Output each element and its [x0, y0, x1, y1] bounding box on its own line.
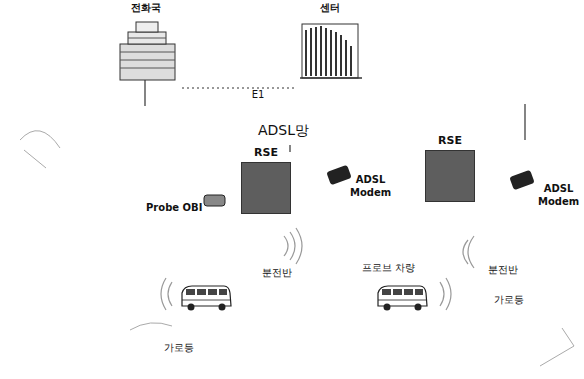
network-label: ADSL망 — [258, 122, 309, 140]
label-holder: 분전반 — [488, 264, 518, 277]
device-label: Probe OBI — [146, 202, 202, 215]
device-label: ADSL Modem — [350, 174, 391, 199]
office-node: 전화국 — [110, 2, 182, 94]
label-holder: 분전반 — [262, 267, 292, 280]
panel-label: 분전반 — [488, 264, 518, 277]
probe-vehicle — [378, 286, 427, 311]
wire — [144, 80, 145, 106]
road-outline — [20, 131, 574, 366]
modem-icon — [509, 170, 534, 191]
node-label: 전화국 — [110, 2, 182, 14]
probe-vehicle — [182, 286, 231, 311]
rse-box: RSE — [422, 134, 478, 202]
device-label: ADSL Modem — [538, 183, 579, 208]
label-holder: ADSL Modem — [538, 183, 579, 208]
label-holder: Probe OBI — [146, 202, 202, 215]
radio-waves — [161, 228, 474, 310]
rse-box: RSE — [238, 146, 294, 214]
streetlight-label: 가로등 — [494, 294, 524, 307]
center-node: 센터 — [294, 2, 366, 94]
office-building — [120, 22, 175, 106]
modem-icon — [326, 165, 351, 186]
e1-link — [182, 87, 294, 88]
wire — [524, 104, 525, 140]
node-label: RSE — [422, 134, 478, 147]
label-holder: 프로브 차량 — [362, 262, 415, 275]
label-holder: 가로등 — [164, 342, 194, 355]
streetlight-label: 가로등 — [164, 342, 194, 355]
center-building — [300, 24, 362, 78]
label-holder: ADSL망 — [258, 122, 309, 140]
link-label: E1 — [250, 89, 267, 101]
label-holder: ADSL Modem — [350, 174, 391, 199]
node-label: 센터 — [294, 2, 366, 14]
vehicle-label: 프로브 차량 — [362, 262, 415, 275]
node-label: RSE — [238, 146, 294, 159]
wire — [289, 145, 290, 152]
label-holder: 가로등 — [494, 294, 524, 307]
rse-cabinet — [241, 162, 291, 214]
panel-label: 분전반 — [262, 267, 292, 280]
rse-cabinet — [425, 150, 475, 202]
obi-icon — [204, 195, 225, 206]
